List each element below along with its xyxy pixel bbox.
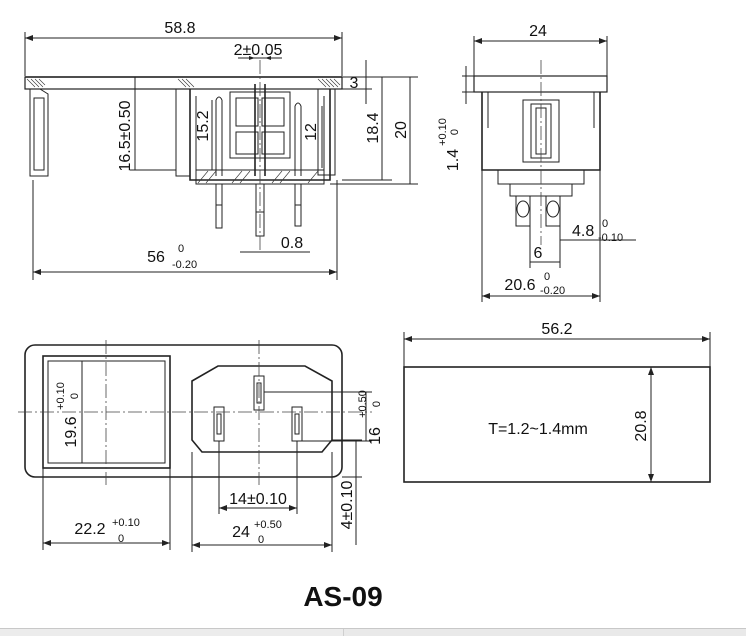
dim-4-8-tol-bot: -0.10 [598, 232, 623, 244]
dim-58-8: 58.8 [164, 20, 195, 37]
dim-4-8: 4.8 [572, 223, 594, 240]
dim-19-6: 19.6 [63, 416, 80, 447]
side-view: 24 1.4 +0.10 0 4.8 0 -0.10 6 20.6 0 -0.2… [437, 23, 636, 302]
dim-12: 12 [303, 123, 320, 141]
dim-24-front: 24 [232, 524, 250, 541]
footer-left-segment [0, 629, 344, 636]
dim-20: 20 [393, 121, 410, 139]
dim-22-2-tol-bot: 0 [118, 533, 124, 545]
front-view: 19.6 +0.10 0 22.2 +0.10 0 14±0.10 24 +0.… [18, 340, 384, 552]
dim-22-2-tol-top: +0.10 [112, 517, 140, 529]
dim-24-side: 24 [529, 23, 547, 40]
dim-3: 3 [350, 75, 359, 92]
dim-20-8: 20.8 [633, 410, 650, 441]
dim-56-2: 56.2 [541, 321, 572, 338]
dim-16-tol-top: +0.50 [357, 390, 369, 418]
dim-20-6: 20.6 [504, 277, 535, 294]
dim-20-6-tol-top: 0 [544, 271, 550, 283]
dim-1-4-tol-top: +0.10 [437, 118, 449, 146]
dim-16: 16 [367, 427, 384, 445]
dim-56: 56 [147, 249, 165, 266]
dim-6: 6 [534, 245, 543, 262]
dim-4-010: 4±0.10 [339, 480, 356, 529]
dim-15-2: 15.2 [195, 110, 212, 141]
dim-19-6-tol-top: +0.10 [55, 382, 67, 410]
dim-56-tol-bot: -0.20 [172, 259, 197, 271]
dim-14-010: 14±0.10 [229, 491, 287, 508]
dim-56-tol-top: 0 [178, 243, 184, 255]
plate-thickness-label: T=1.2~1.4mm [488, 421, 588, 438]
dim-24-front-tol-top: +0.50 [254, 519, 282, 531]
dim-20-6-tol-bot: -0.20 [540, 285, 565, 297]
dim-2-005: 2±0.05 [234, 42, 283, 59]
dim-16-5: 16.5±0.50 [117, 100, 134, 171]
dim-1-4: 1.4 [445, 149, 462, 171]
dim-0-8: 0.8 [281, 235, 303, 252]
plate-view: 56.2 20.8 T=1.2~1.4mm [403, 321, 711, 483]
dim-16-tol-bot: 0 [371, 401, 383, 407]
dim-24-front-tol-bot: 0 [258, 534, 264, 546]
dim-22-2: 22.2 [74, 521, 105, 538]
dim-4-8-tol-top: 0 [602, 218, 608, 230]
dim-1-4-tol-bot: 0 [449, 129, 461, 135]
dim-18-4: 18.4 [365, 112, 382, 143]
section-view: 58.8 2±0.05 16.5±0.50 15.2 12 3 18.4 20 … [24, 20, 418, 280]
drawing-title: AS-09 [303, 581, 382, 612]
dim-19-6-tol-bot: 0 [69, 393, 81, 399]
footer-bar [0, 628, 746, 636]
